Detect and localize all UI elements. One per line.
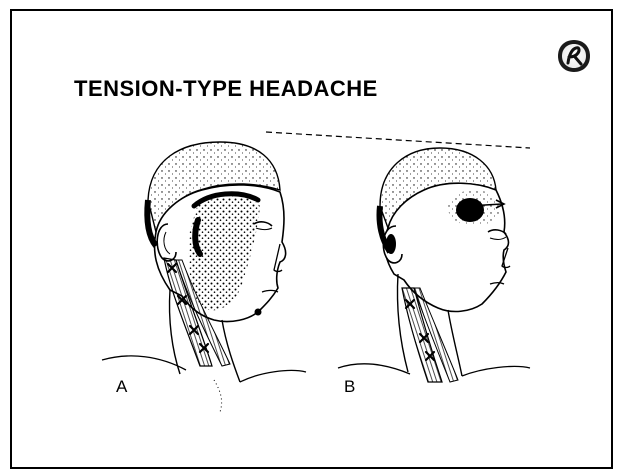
trigger-point-illustration: [90, 120, 550, 420]
figure-a-head: [102, 142, 306, 412]
slide-title: TENSION-TYPE HEADACHE: [74, 76, 378, 102]
panel-label-b: B: [344, 377, 355, 397]
panel-label-a: A: [116, 377, 127, 397]
circled-a-logo-icon: [555, 37, 593, 75]
slide: TENSION-TYPE HEADACHE: [0, 0, 622, 459]
figure-b-head: [338, 148, 530, 382]
